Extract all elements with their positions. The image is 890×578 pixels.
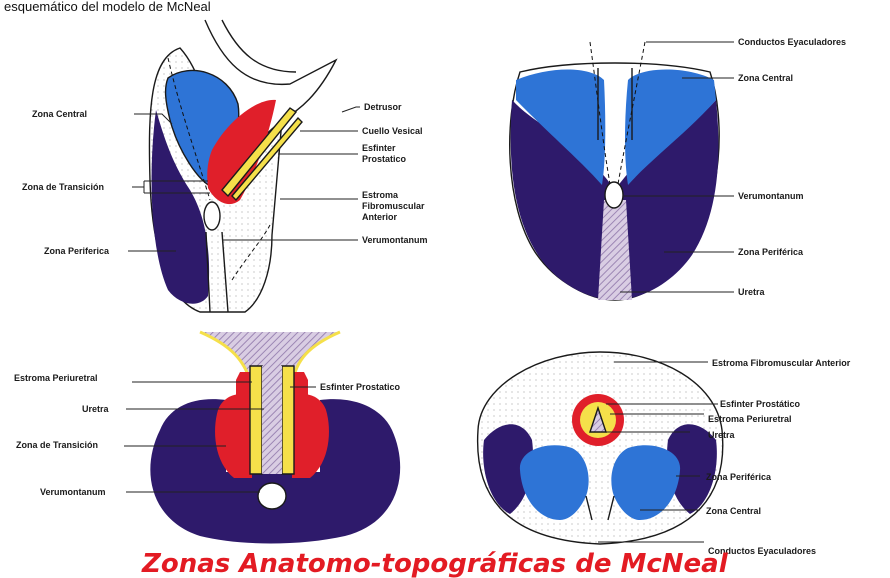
frontal-view: Estroma Periuretral Esfinter Prostatico … — [14, 332, 401, 544]
coronal-verumontanum — [605, 182, 623, 208]
label-axial-esfinter: Esfinter Prostático — [720, 399, 801, 409]
label-esfinter-line2: Prostatico — [362, 154, 407, 164]
label-sagittal-verumontanum: Verumontanum — [362, 235, 428, 245]
label-frontal-zona-transicion: Zona de Transición — [16, 440, 98, 450]
label-sagittal-zona-central: Zona Central — [32, 109, 87, 119]
coronal-view: Conductos Eyaculadores Zona Central Veru… — [510, 37, 846, 300]
sagittal-verumontanum — [204, 202, 220, 230]
label-axial-estroma: Estroma Fibromuscular Anterior — [712, 358, 851, 368]
diagram-title: Zonas Anatomo-topográficas de McNeal — [141, 549, 729, 578]
label-coronal-uretra: Uretra — [738, 287, 766, 297]
sagittal-view: Zona Central Zona de Transición Zona Per… — [22, 20, 428, 312]
label-coronal-zona-central: Zona Central — [738, 73, 793, 83]
label-sagittal-zona-transicion: Zona de Transición — [22, 182, 104, 192]
label-cuello-vesical: Cuello Vesical — [362, 126, 423, 136]
frontal-verumontanum — [258, 483, 286, 509]
label-sagittal-zona-periferica: Zona Periferica — [44, 246, 110, 256]
label-axial-zona-central: Zona Central — [706, 506, 761, 516]
label-coronal-zona-periferica: Zona Periférica — [738, 247, 804, 257]
label-detrusor: Detrusor — [364, 102, 402, 112]
label-coronal-verumontanum: Verumontanum — [738, 191, 804, 201]
label-frontal-uretra: Uretra — [82, 404, 110, 414]
frontal-urethra — [262, 366, 282, 474]
label-axial-uretra: Uretra — [708, 430, 736, 440]
label-axial-estroma-periuretral: Estroma Periuretral — [708, 414, 792, 424]
label-estroma-line2: Fibromuscular — [362, 201, 425, 211]
caption: esquemático del modelo de McNeal — [4, 0, 211, 14]
label-frontal-verumontanum: Verumontanum — [40, 487, 106, 497]
label-estroma-line3: Anterior — [362, 212, 398, 222]
axial-view: Estroma Fibromuscular Anterior Esfinter … — [478, 352, 851, 556]
label-coronal-conductos: Conductos Eyaculadores — [738, 37, 846, 47]
label-axial-zona-periferica: Zona Periférica — [706, 472, 772, 482]
label-estroma-line1: Estroma — [362, 190, 399, 200]
label-frontal-esfinter: Esfinter Prostatico — [320, 382, 401, 392]
label-esfinter-line1: Esfinter — [362, 143, 396, 153]
frontal-periurethral-right — [282, 366, 294, 474]
label-frontal-estroma-periuretral: Estroma Periuretral — [14, 373, 98, 383]
